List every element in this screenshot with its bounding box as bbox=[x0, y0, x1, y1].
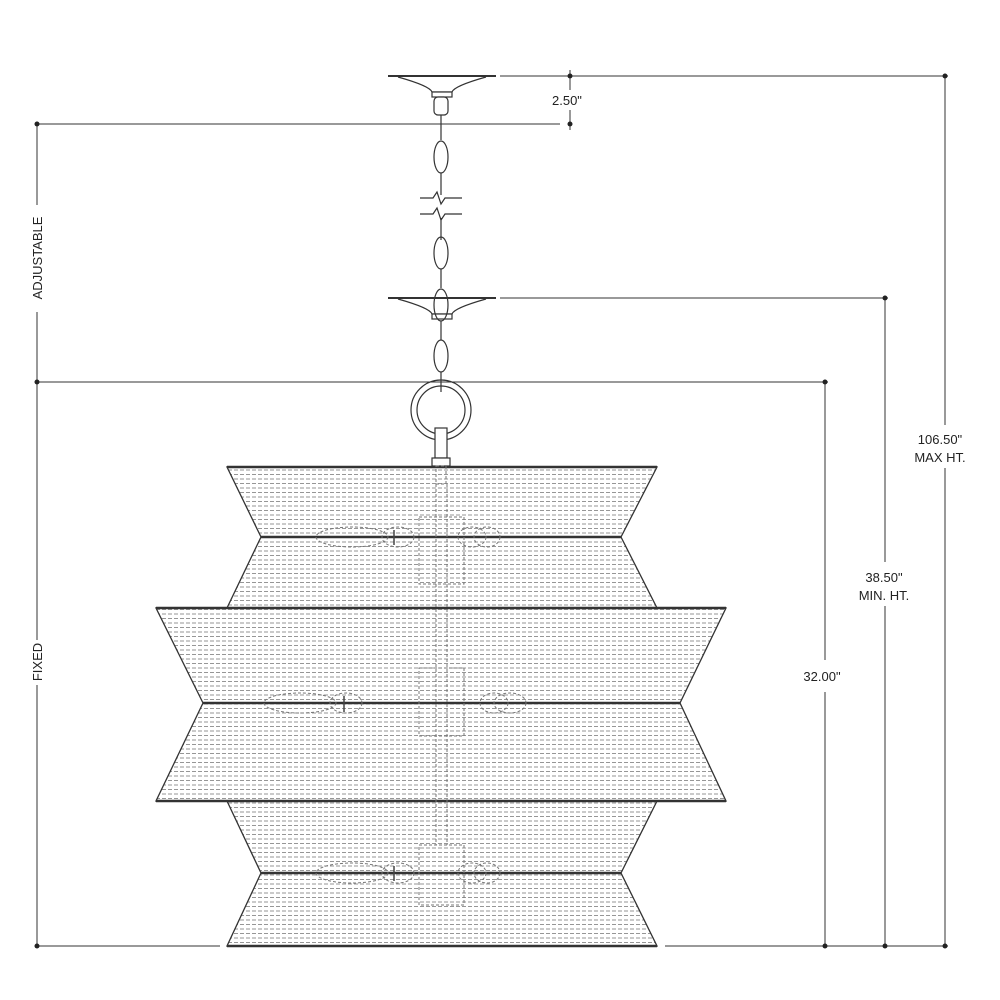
shade-tier-middle bbox=[154, 607, 728, 802]
chain bbox=[420, 115, 462, 392]
dimension-ticks bbox=[34, 73, 948, 949]
dimension-lines bbox=[35, 70, 948, 947]
fixture-height-label: 32.00" bbox=[803, 669, 841, 684]
bulb-icon bbox=[315, 526, 389, 548]
hanging-ring bbox=[410, 379, 472, 467]
ceiling-canopy bbox=[388, 75, 496, 116]
max-height-value: 106.50" bbox=[918, 432, 963, 447]
internal-frame-hidden bbox=[263, 465, 527, 906]
adjustable-label: ADJUSTABLE bbox=[30, 216, 45, 299]
fixed-label: FIXED bbox=[30, 643, 45, 681]
socket-arms bbox=[343, 530, 395, 881]
min-height-value: 38.50" bbox=[865, 570, 903, 585]
adjustable-canopy bbox=[388, 297, 496, 320]
max-height-label: MAX HT. bbox=[914, 450, 965, 465]
min-height-label: MIN. HT. bbox=[859, 588, 910, 603]
canopy-height-label: 2.50" bbox=[552, 93, 582, 108]
woven-shade bbox=[154, 465, 728, 948]
